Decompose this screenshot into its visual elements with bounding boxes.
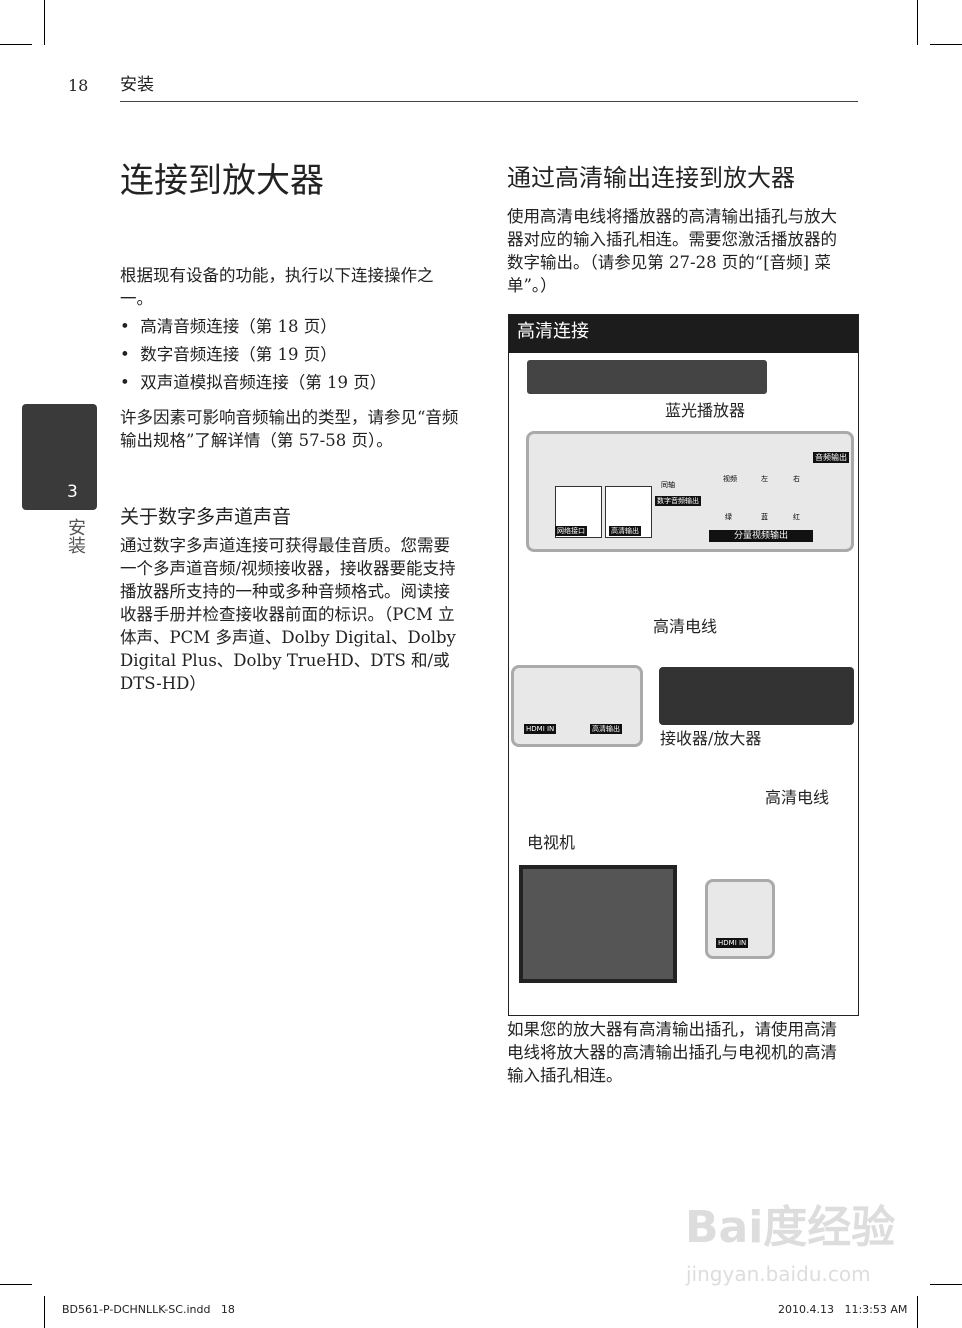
bullet-item: • 双声道模拟音频连接（第 19 页）	[120, 373, 387, 392]
bullet-text: 双声道模拟音频连接（第 19 页）	[140, 373, 387, 392]
crop-mark	[44, 0, 45, 45]
crop-mark	[0, 44, 32, 45]
intro-text: 根据现有设备的功能，执行以下连接操作之一。	[120, 266, 434, 308]
audio-out-label: 音频输出	[813, 452, 849, 463]
cable1-label: 高清电线	[653, 617, 718, 636]
bullet-text: 高清音频连接（第 18 页）	[140, 317, 337, 336]
header-rule	[120, 101, 858, 102]
watermark-logo: Bai度经验	[685, 1202, 896, 1253]
receiver-illustration	[659, 667, 854, 725]
hdmi-out-label: 高清输出	[609, 526, 641, 536]
player-back-panel: 网络接口 高清输出 同轴 数字音频输出 视频 左 右 绿 蓝 红 音频输出 分量…	[526, 431, 854, 552]
connection-figure: 高清连接 蓝光播放器 网络接口 高清输出 同轴 数字音频输出 视频 左 右 绿 …	[508, 314, 859, 1016]
right-label: 右	[793, 475, 800, 483]
crop-mark	[930, 1284, 962, 1285]
receiver-label: 接收器/放大器	[660, 729, 762, 748]
crop-mark	[917, 1296, 918, 1328]
chapter-number: 3	[67, 482, 78, 502]
receiver-hdmi-in-label: HDMI IN	[524, 724, 557, 734]
bullet-text: 数字音频连接（第 19 页）	[140, 345, 337, 364]
digital-audio-label: 数字音频输出	[655, 496, 701, 506]
tv-hdmi-in-label: HDMI IN	[716, 938, 749, 948]
side-tab-label: 安装	[65, 518, 86, 554]
crop-mark	[0, 1284, 32, 1285]
side-tab: 3	[22, 404, 97, 510]
crop-mark	[44, 1296, 45, 1328]
tv-illustration	[519, 865, 677, 983]
coaxial-label: 同轴	[661, 481, 675, 489]
video-label: 视频	[723, 475, 737, 483]
section-title: 安装	[120, 75, 154, 95]
crop-mark	[930, 44, 962, 45]
blue-label: 蓝	[761, 513, 768, 521]
lan-port-label: 网络接口	[555, 526, 587, 536]
tv-panel: HDMI IN	[705, 879, 775, 959]
page-number: 18	[68, 76, 89, 95]
page-heading: 连接到放大器	[120, 161, 324, 201]
subheading: 关于数字多声道声音	[120, 506, 292, 528]
bullet-item: • 高清音频连接（第 18 页）	[120, 317, 337, 336]
footer-file: BD561-P-DCHNLLK-SC.indd 18	[62, 1303, 235, 1316]
note-text: 许多因素可影响音频输出的类型，请参见“音频输出规格”了解详情（第 57-58 页…	[120, 408, 459, 450]
section-heading: 通过高清输出连接到放大器	[507, 164, 795, 192]
bullet-item: • 数字音频连接（第 19 页）	[120, 345, 337, 364]
red-label: 红	[793, 513, 800, 521]
figure-footnote: 如果您的放大器有高清输出插孔，请使用高清电线将放大器的高清输出插孔与电视机的高清…	[507, 1020, 837, 1085]
bluray-player-illustration	[527, 360, 767, 394]
receiver-panel: HDMI IN 高清输出	[511, 665, 643, 747]
cable2-label: 高清电线	[765, 788, 830, 807]
footer-datetime: 2010.4.13 11:3:53 AM	[778, 1303, 908, 1316]
figure-caption: 高清连接	[509, 315, 858, 353]
left-label: 左	[761, 475, 768, 483]
receiver-hdmi-out-label: 高清输出	[590, 724, 622, 734]
green-label: 绿	[725, 513, 732, 521]
crop-mark	[917, 0, 918, 45]
component-out-label: 分量视频输出	[709, 530, 813, 542]
tv-label: 电视机	[527, 833, 576, 852]
bullet-list: • 高清音频连接（第 18 页） • 数字音频连接（第 19 页） • 双声道模…	[120, 315, 460, 394]
section-intro: 使用高清电线将播放器的高清输出插孔与放大器对应的输入插孔相连。需要您激活播放器的…	[507, 207, 837, 295]
player-label: 蓝光播放器	[665, 401, 746, 420]
watermark-url: jingyan.baidu.com	[686, 1262, 871, 1286]
subsection-text: 通过数字多声道连接可获得最佳音质。您需要一个多声道音频/视频接收器，接收器要能支…	[120, 536, 456, 693]
